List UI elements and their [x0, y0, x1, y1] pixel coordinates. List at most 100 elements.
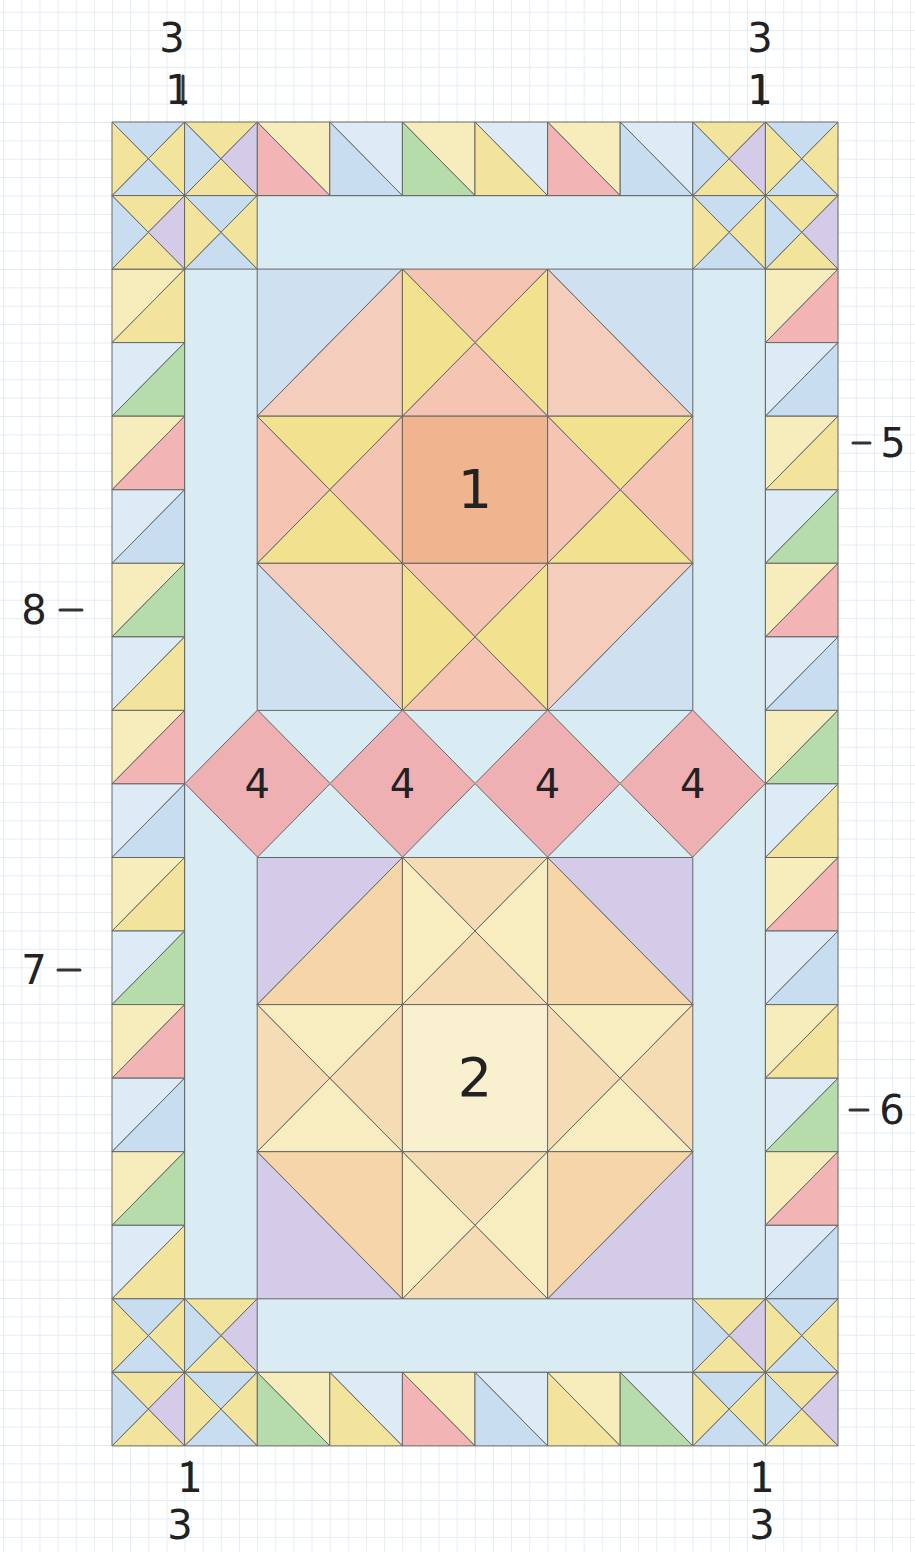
quilt-patch [257, 1152, 402, 1299]
quilt-patch [257, 269, 402, 416]
quilt-patch [765, 1078, 838, 1152]
quilt-patch [475, 1372, 548, 1446]
quilt-patch [112, 1152, 185, 1226]
diamond-patch: 4 [475, 710, 620, 857]
quilt-patch [765, 563, 838, 637]
quilt-patch [112, 1078, 185, 1152]
quilt-patch [765, 637, 838, 711]
quilt-patch [112, 122, 148, 196]
quilt-patch [257, 269, 402, 416]
quilt-patch [112, 563, 185, 637]
quilt-patch [257, 1152, 402, 1299]
quilt-patch [112, 1299, 148, 1373]
quilt-patch [765, 1152, 838, 1226]
quilt-patch [765, 931, 838, 1005]
block-number: 2 [458, 1051, 492, 1105]
callout-number: 3 [167, 1505, 192, 1545]
quilt-patch [257, 1372, 330, 1446]
quilt-patch [185, 1299, 221, 1373]
quilt-patch [765, 196, 801, 270]
quilt-patch [330, 1372, 403, 1446]
quilt-patch [112, 784, 185, 858]
quilt-patch [112, 1078, 185, 1152]
quilt-patch [765, 122, 801, 196]
quilt-patch [112, 269, 185, 343]
quilt-patch [765, 1299, 801, 1373]
quilt-patch [765, 416, 838, 490]
quilt-patch [112, 637, 185, 711]
callout-number: 1 [165, 70, 190, 110]
quilt-pieces [112, 122, 838, 1446]
quilt-patch [548, 1152, 693, 1299]
quilt-patch [112, 1225, 185, 1299]
quilt-patch [257, 858, 402, 1005]
quilt-patch [257, 416, 330, 563]
quilt-patch [548, 122, 621, 196]
quilt-patch [112, 416, 185, 490]
callout-number: 5 [880, 423, 905, 463]
block-number: 4 [244, 764, 269, 804]
callout-number: 3 [159, 18, 184, 58]
callout-number: 3 [747, 18, 772, 58]
quilt-patch [257, 122, 330, 196]
quilt-patch [112, 1225, 185, 1299]
quilt-patch [112, 1152, 185, 1226]
quilt-patch [330, 122, 403, 196]
quilt-patch [112, 858, 185, 932]
quilt-patch [257, 858, 402, 1005]
callout-number: 3 [749, 1505, 774, 1545]
quilt-patch [112, 931, 185, 1005]
star-block: 1 [257, 269, 693, 710]
callout-number: 1 [177, 1458, 202, 1498]
quilt-patch [548, 416, 621, 563]
quilt-patch [765, 637, 838, 711]
block-number: 4 [390, 764, 415, 804]
quilt-patch [765, 1152, 838, 1226]
quilt-patch [112, 490, 185, 564]
quilt-patch [765, 931, 838, 1005]
callout-number: 8 [21, 590, 46, 630]
quilt-patch [548, 563, 693, 710]
quilt-patch [257, 1372, 330, 1446]
quilt-patch [112, 858, 185, 932]
block-number: 1 [458, 463, 492, 517]
quilt-patch [257, 563, 402, 710]
quilt-patch [765, 710, 838, 784]
quilt-patch [765, 1005, 838, 1079]
diamond-shape [330, 710, 475, 857]
quilt-patch [112, 784, 185, 858]
quilt-patch [112, 416, 185, 490]
leader-dash [58, 969, 80, 972]
quilt-patch [765, 490, 838, 564]
quilt-patch [112, 1005, 185, 1079]
quilt-patch [402, 416, 547, 563]
diamond-shape [620, 710, 765, 857]
quilt-patch [548, 122, 621, 196]
diamond-patch: 4 [330, 710, 475, 857]
quilt-patch [620, 1372, 693, 1446]
quilt-patch [257, 563, 402, 710]
quilt-patch [402, 1005, 547, 1152]
quilt-patch [548, 269, 693, 416]
quilt-patch [765, 784, 838, 858]
quilt-patch [112, 269, 185, 343]
leader-dash [853, 442, 870, 445]
quilt-patch [185, 196, 221, 270]
quilt-patch [112, 563, 185, 637]
quilt-patch [693, 196, 729, 270]
block-number: 4 [680, 764, 705, 804]
callout-number: 6 [879, 1090, 904, 1130]
quilt-patch [765, 784, 838, 858]
quilt-patch [620, 122, 693, 196]
quilt-patch [112, 931, 185, 1005]
quilt-patch [548, 1372, 621, 1446]
diamond-shape [185, 710, 330, 857]
quilt-patch [330, 1372, 403, 1446]
quilt-patch [620, 1372, 693, 1446]
quilt-patch [112, 637, 185, 711]
quilt-patch [620, 122, 693, 196]
quilt-patch [112, 710, 185, 784]
quilt-patch [765, 1225, 838, 1299]
diamond-patch: 4 [620, 710, 765, 857]
quilt-patch [257, 1005, 330, 1152]
